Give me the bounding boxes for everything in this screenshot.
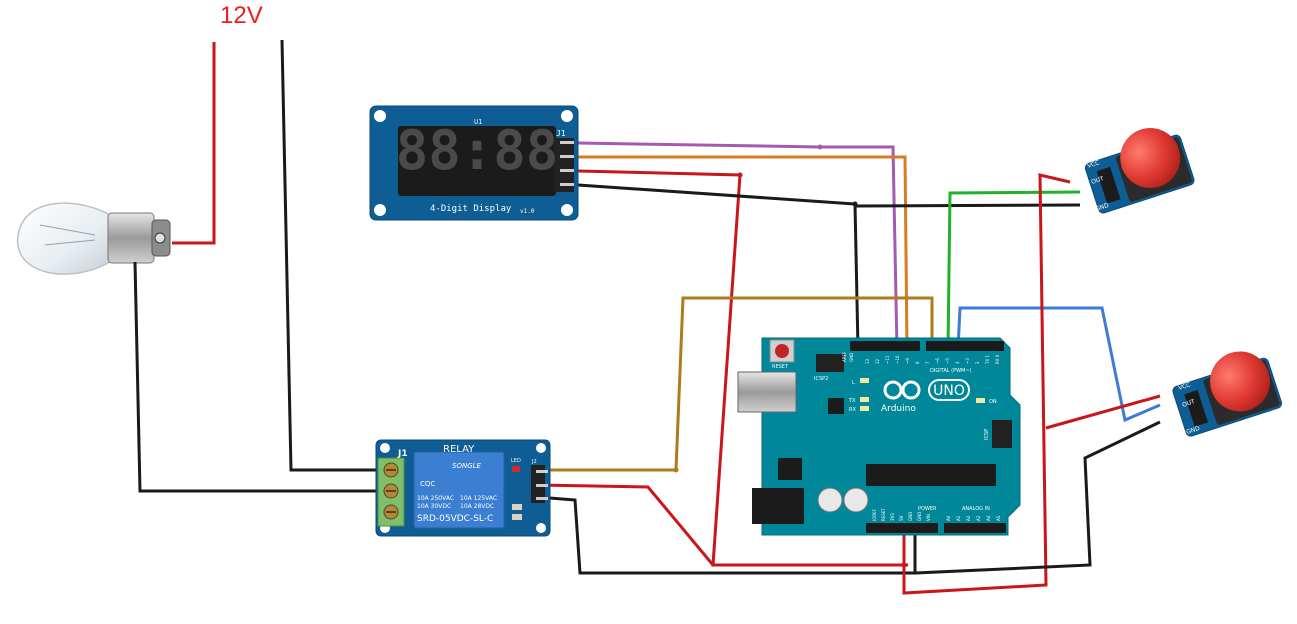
display-top-mark: U1 [474, 118, 482, 126]
display-digits: 88:88 [396, 119, 559, 182]
wire-arduino-5v-red [902, 173, 1071, 595]
arduino-aref-label: AREF [842, 351, 847, 362]
relay-led-label: LED [511, 458, 521, 464]
wire-display-orange [578, 155, 909, 350]
arduino-pin-label-pins_digital-12: TX 1 [985, 355, 990, 365]
arduino-analog-label: ANALOG IN [962, 506, 990, 512]
arduino-pin-label-pins_digital-13: RX 0 [995, 354, 1000, 364]
arduino-pin-label-pins_analog-3: A3 [976, 515, 981, 521]
push-button-module-2 [1172, 351, 1283, 437]
arduino-pin-label-pins_power-3: 5V [899, 515, 904, 521]
relay-rating-right-2: 10A 28VDC [460, 503, 494, 510]
arduino-rx-label: RX [849, 407, 856, 413]
arduino-pin-label-pins_analog-5: A5 [996, 515, 1001, 521]
relay-module [375, 439, 551, 537]
wire-display-purple [577, 141, 899, 350]
wire-button1-green [946, 190, 1081, 350]
arduino-pin-label-pins_digital-8: ~5 [945, 358, 950, 364]
arduino-reset-label: RESET [772, 364, 789, 370]
arduino-pin-label-pins_digital-7: ~6 [935, 358, 940, 364]
arduino-pin-label-pins_digital-4: ~9 [905, 358, 910, 364]
button1-gnd-label: GND [1094, 202, 1110, 213]
arduino-l-label: L [852, 380, 855, 386]
wire-gnd-bus-black [854, 203, 1081, 208]
button2-gnd-label: GND [1185, 425, 1201, 436]
arduino-pin-label-pins_power-4: GND [908, 512, 913, 521]
wire-12v-red [172, 42, 216, 245]
wire-button2-red [1045, 394, 1161, 430]
arduino-logo-text: UNO [933, 383, 965, 399]
arduino-digital-pin-labels: 13 12 ~11 ~10 ~9 8 7 ~6 ~5 4 ~3 2 TX 1 RX 0 [865, 354, 1000, 365]
arduino-pin-label-pins_digital-2: ~11 [885, 355, 890, 364]
button1-out-label: OUT [1090, 175, 1105, 186]
wire-arduino-gnd-black [913, 420, 1161, 575]
push-button-module-1 [1084, 128, 1195, 214]
arduino-pin-label-pins_power-1: RESET [881, 508, 886, 521]
arduino-uno-board [737, 337, 1021, 536]
relay-header-label: J1 [397, 449, 408, 459]
arduino-pin-label-pins_digital-9: 4 [955, 361, 960, 364]
display-title: 4-Digit Display [430, 204, 512, 214]
arduino-pin-label-pins_digital-3: ~10 [895, 355, 900, 364]
arduino-pin-label-pins_power-5: GND [917, 512, 922, 521]
arduino-tx-label: TX [848, 398, 856, 404]
arduino-pin-label-pins_digital-1: 12 [875, 358, 880, 364]
arduino-digital-label: DIGITAL (PWM~) [930, 368, 972, 374]
arduino-pin-label-pins_analog-1: A1 [956, 515, 961, 521]
relay-jp-label: J2 [531, 459, 537, 465]
relay-rating-left-2: 10A 30VDC [417, 503, 451, 510]
arduino-pin-label-pins_power-0: IOREF [872, 508, 877, 521]
wire-display-red [577, 169, 908, 567]
arduino-pin-label-pins_power-2: 3V3 [890, 513, 895, 521]
arduino-pin-label-pins_analog-2: A2 [966, 515, 971, 521]
arduino-pin-label-pins_analog-4: A4 [986, 515, 991, 521]
relay-title: RELAY [443, 444, 475, 455]
arduino-power-pin-labels: IOREF RESET 3V3 5V GND GND VIN [872, 508, 931, 521]
relay-model: SRD-05VDC-SL-C [417, 514, 493, 524]
arduino-pin-label-pins_digital-10: ~3 [965, 358, 970, 364]
arduino-brand: Arduino [881, 404, 916, 414]
arduino-pin-label-pins_digital-11: 2 [975, 361, 980, 364]
arduino-analog-pin-labels: A0 A1 A2 A3 A4 A5 [946, 515, 1001, 521]
arduino-pin-label-pins_digital-5: 8 [915, 361, 920, 364]
four-digit-display-module [369, 105, 579, 221]
arduino-pin-label-pins_power-6: VIN [926, 514, 931, 521]
wire-bulb-relay-black [133, 261, 386, 493]
button1-vcc-label: VCC [1086, 159, 1100, 170]
light-bulb [16, 202, 171, 275]
button2-vcc-label: VCC [1177, 381, 1191, 392]
display-version: v1.0 [520, 208, 535, 215]
wire-button2-blue [956, 306, 1161, 423]
arduino-icsp2-label: ICSP2 [814, 376, 828, 382]
arduino-power-label: POWER [918, 506, 937, 512]
arduino-pin-label-pins_analog-0: A0 [946, 515, 951, 521]
wire-relay-black [536, 495, 918, 575]
relay-rating-right-1: 10A 125VAC [460, 495, 497, 502]
display-header-label: J1 [556, 129, 566, 138]
button2-out-label: OUT [1181, 398, 1196, 409]
arduino-gnd-label: GND [849, 353, 854, 362]
relay-brand: SONGLE [452, 462, 482, 470]
wire-relay-red [536, 483, 715, 566]
relay-rating-left-1: 10A 250VAC [417, 495, 454, 502]
arduino-pin-label-pins_digital-0: 13 [865, 358, 870, 364]
supply-voltage-label: 12V [220, 2, 263, 29]
arduino-on-label: ON [989, 399, 997, 405]
wire-display-black [577, 183, 860, 350]
junction-dots [673, 144, 907, 568]
wire-12v-black [280, 39, 386, 472]
relay-cert: CQC [420, 480, 435, 488]
arduino-icsp-label: ICSP [984, 429, 990, 440]
arduino-pin-label-pins_digital-6: 7 [925, 361, 930, 364]
wire-relay-signal-brown [537, 296, 934, 472]
